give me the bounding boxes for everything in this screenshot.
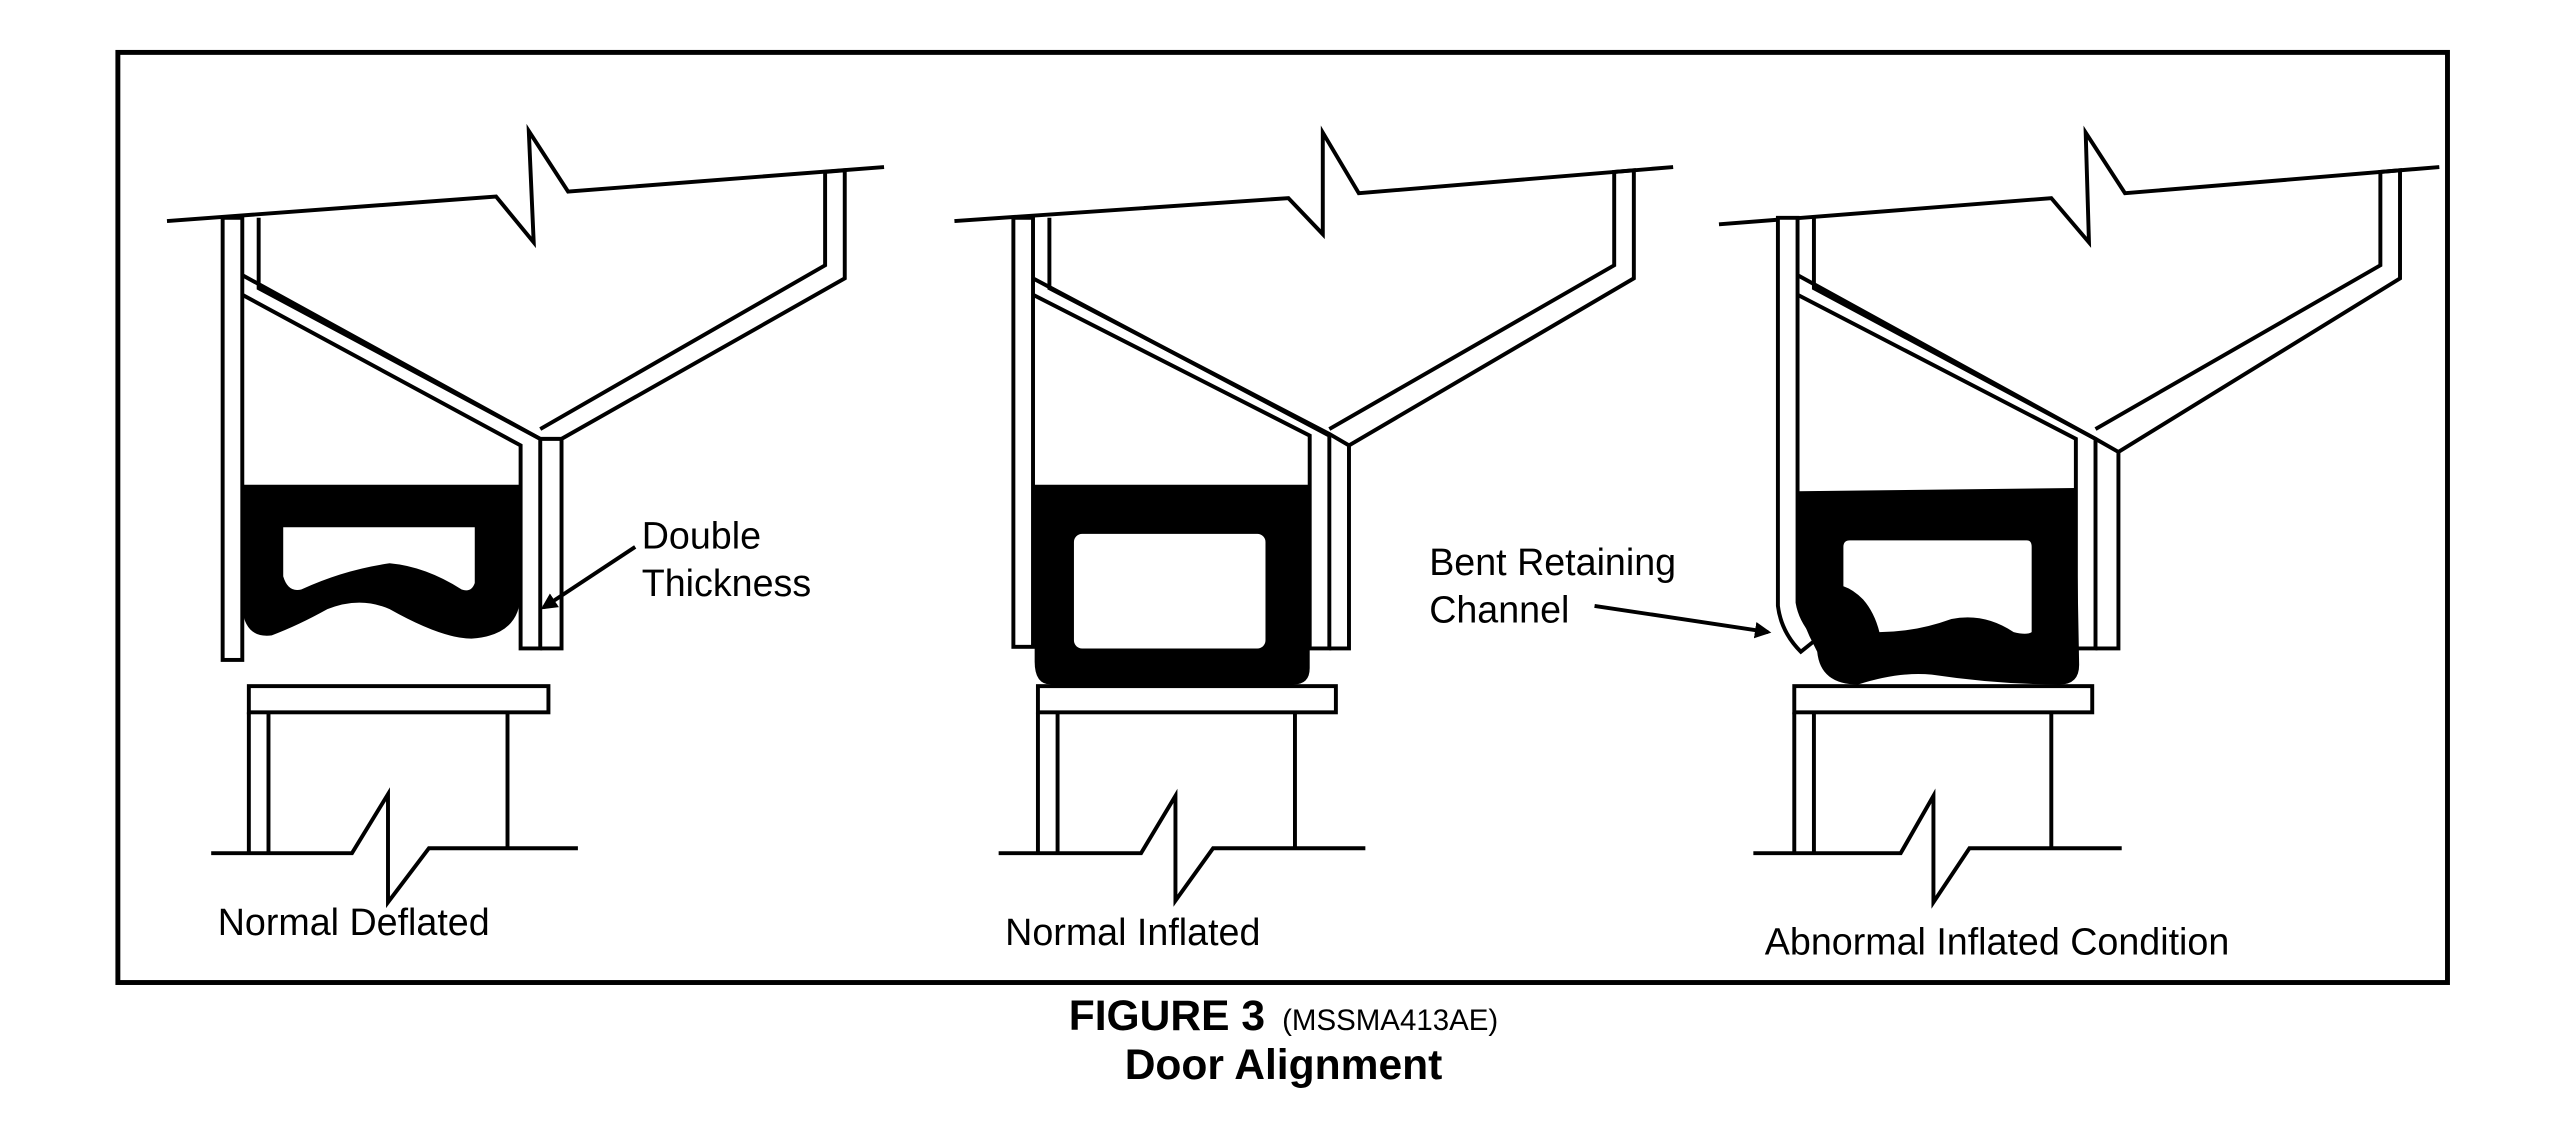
- v-channel-right: [2094, 168, 2402, 454]
- caption-normal-inflated: Normal Inflated: [1005, 911, 1260, 953]
- figure-frame: [115, 49, 2450, 985]
- floor-line: [211, 787, 578, 909]
- v-channel-inner: [1811, 217, 2121, 651]
- panel-normal-inflated: Normal Inflated: [954, 125, 1674, 953]
- v-channel-inner: [256, 217, 564, 651]
- v-channel-right: [539, 168, 847, 441]
- bent-retaining-channel-arrow: [1594, 603, 1772, 639]
- figure-title: Door Alignment: [1125, 1041, 1443, 1089]
- floor-line: [998, 788, 1366, 907]
- seal-cavity: [1843, 540, 2032, 634]
- double-thickness-arrow: [540, 545, 637, 610]
- panel-abnormal-inflated: Bent Retaining Channel Abnormal Inflated…: [1429, 125, 2440, 963]
- callout-bent-retaining-line1: Bent Retaining: [1429, 541, 1676, 583]
- seal-cavity: [283, 527, 475, 591]
- left-channel-post: [1011, 215, 1035, 649]
- figure-caption-line1: FIGURE 3 (MSSMA413AE): [1069, 992, 1499, 1040]
- ceiling-line: [954, 125, 1674, 240]
- caption-abnormal-inflated: Abnormal Inflated Condition: [1765, 921, 2229, 963]
- ceiling-line: [166, 123, 885, 249]
- v-channel-inner: [1047, 217, 1351, 651]
- callout-bent-retaining-line2: Channel: [1429, 588, 1569, 630]
- figure-code: (MSSMA413AE): [1282, 1004, 1498, 1037]
- callout-double-thickness-line1: Double: [642, 515, 761, 557]
- seal-cavity: [1073, 533, 1266, 649]
- door-sill: [1035, 684, 1338, 715]
- ceiling-line: [1718, 125, 2440, 248]
- panel-normal-deflated: Double Thickness Normal Deflated: [166, 123, 885, 943]
- caption-normal-deflated: Normal Deflated: [218, 901, 490, 943]
- figure-number: FIGURE 3: [1069, 992, 1265, 1040]
- door-sill: [246, 684, 551, 715]
- v-channel-right: [1328, 168, 1636, 448]
- callout-double-thickness-line2: Thickness: [642, 562, 811, 604]
- floor-line: [1753, 788, 2122, 909]
- door-sill: [1792, 684, 2095, 715]
- left-channel-post: [220, 215, 245, 662]
